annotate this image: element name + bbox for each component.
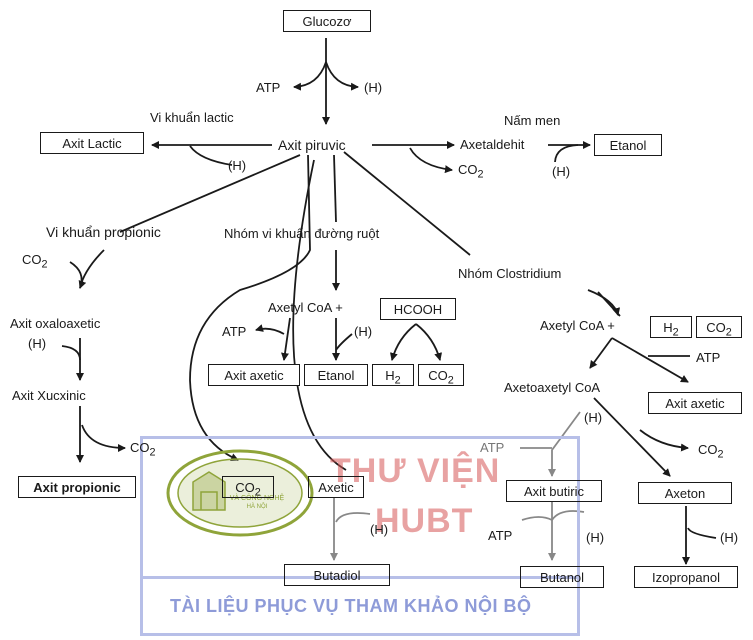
- nam-men-label: Nấm men: [504, 113, 561, 128]
- atp-label-butiric: ATP: [480, 440, 505, 455]
- svg-text:HÀ NỘI: HÀ NỘI: [247, 503, 268, 510]
- izopropanol-box: Izopropanol: [634, 566, 738, 588]
- atp-label-right: ATP: [696, 350, 721, 365]
- axit-piruvic-label: Axit piruvic: [278, 137, 346, 153]
- h-label-top: (H): [364, 80, 383, 95]
- h-label-bottom-mid: (H): [370, 522, 389, 537]
- h-label-butanol: (H): [586, 530, 605, 545]
- nhom-clostridium-label: Nhóm Clostridium: [458, 266, 562, 281]
- axetyl-coa-right-label: Axetyl CoA +: [540, 318, 615, 333]
- watermark-divider: [140, 576, 580, 579]
- axetic-bottom-box: Axetic: [308, 476, 364, 498]
- axetyl-coa-mid-label: Axetyl CoA +: [268, 300, 343, 315]
- co2-mid-box: CO2: [418, 364, 464, 387]
- axit-oxaloaxetic-label: Axit oxaloaxetic: [10, 316, 101, 331]
- atp-label-top: ATP: [256, 80, 281, 95]
- butadiol-box: Butadiol: [284, 564, 390, 586]
- co2-axeton-label: CO2: [698, 442, 724, 461]
- h-label-axetoaxetyl: (H): [584, 410, 603, 425]
- co2-left-label: CO2: [22, 252, 48, 271]
- axetoaxetyl-coa-label: Axetoaxetyl CoA: [504, 380, 601, 395]
- h2-mid-box: H2: [372, 364, 414, 387]
- axit-xucxinic-label: Axit Xucxinic: [12, 388, 86, 403]
- vi-khuan-propionic-label: Vi khuẩn propionic: [46, 224, 161, 240]
- axit-butiric-box: Axit butiric: [506, 480, 602, 502]
- h-label-lactic: (H): [228, 158, 247, 173]
- watermark-frame: [140, 436, 580, 636]
- co2-right-box: CO2: [696, 316, 742, 339]
- h-label-oxalo: (H): [28, 336, 47, 351]
- glucozo-box: Glucozơ: [283, 10, 371, 32]
- etanol-mid-box: Etanol: [304, 364, 368, 386]
- axetaldehit-label: Axetaldehit: [460, 137, 525, 152]
- axit-propionic-box: Axit propionic: [18, 476, 136, 498]
- atp-label-mid: ATP: [222, 324, 247, 339]
- watermark-title-line2: HUBT: [375, 502, 474, 540]
- co2-xucxinic-label: CO2: [130, 440, 156, 459]
- axit-axetic-mid-box: Axit axetic: [208, 364, 300, 386]
- h2-right-box: H2: [650, 316, 692, 339]
- h-label-axeton: (H): [720, 530, 739, 545]
- etanol-top-box: Etanol: [594, 134, 662, 156]
- hcooh-box: HCOOH: [380, 298, 456, 320]
- axit-axetic-right-box: Axit axetic: [648, 392, 742, 414]
- butanol-box: Butanol: [520, 566, 604, 588]
- co2-axetaldehit-label: CO2: [458, 162, 484, 181]
- co2-bottom-box: CO2: [222, 476, 274, 499]
- vi-khuan-lactic-label: Vi khuẩn lactic: [150, 110, 234, 125]
- nhom-duong-ruot-label: Nhóm vi khuẩn đường ruột: [224, 226, 380, 241]
- watermark-subtitle: TÀI LIỆU PHỤC VỤ THAM KHẢO NỘI BỘ: [170, 596, 532, 616]
- atp-label-bottom: ATP: [488, 528, 513, 543]
- h-label-mid: (H): [354, 324, 373, 339]
- axeton-box: Axeton: [638, 482, 732, 504]
- h-label-etanol: (H): [552, 164, 571, 179]
- axit-lactic-box: Axit Lactic: [40, 132, 144, 154]
- watermark-title-line1: THƯ VIỆN: [330, 452, 501, 490]
